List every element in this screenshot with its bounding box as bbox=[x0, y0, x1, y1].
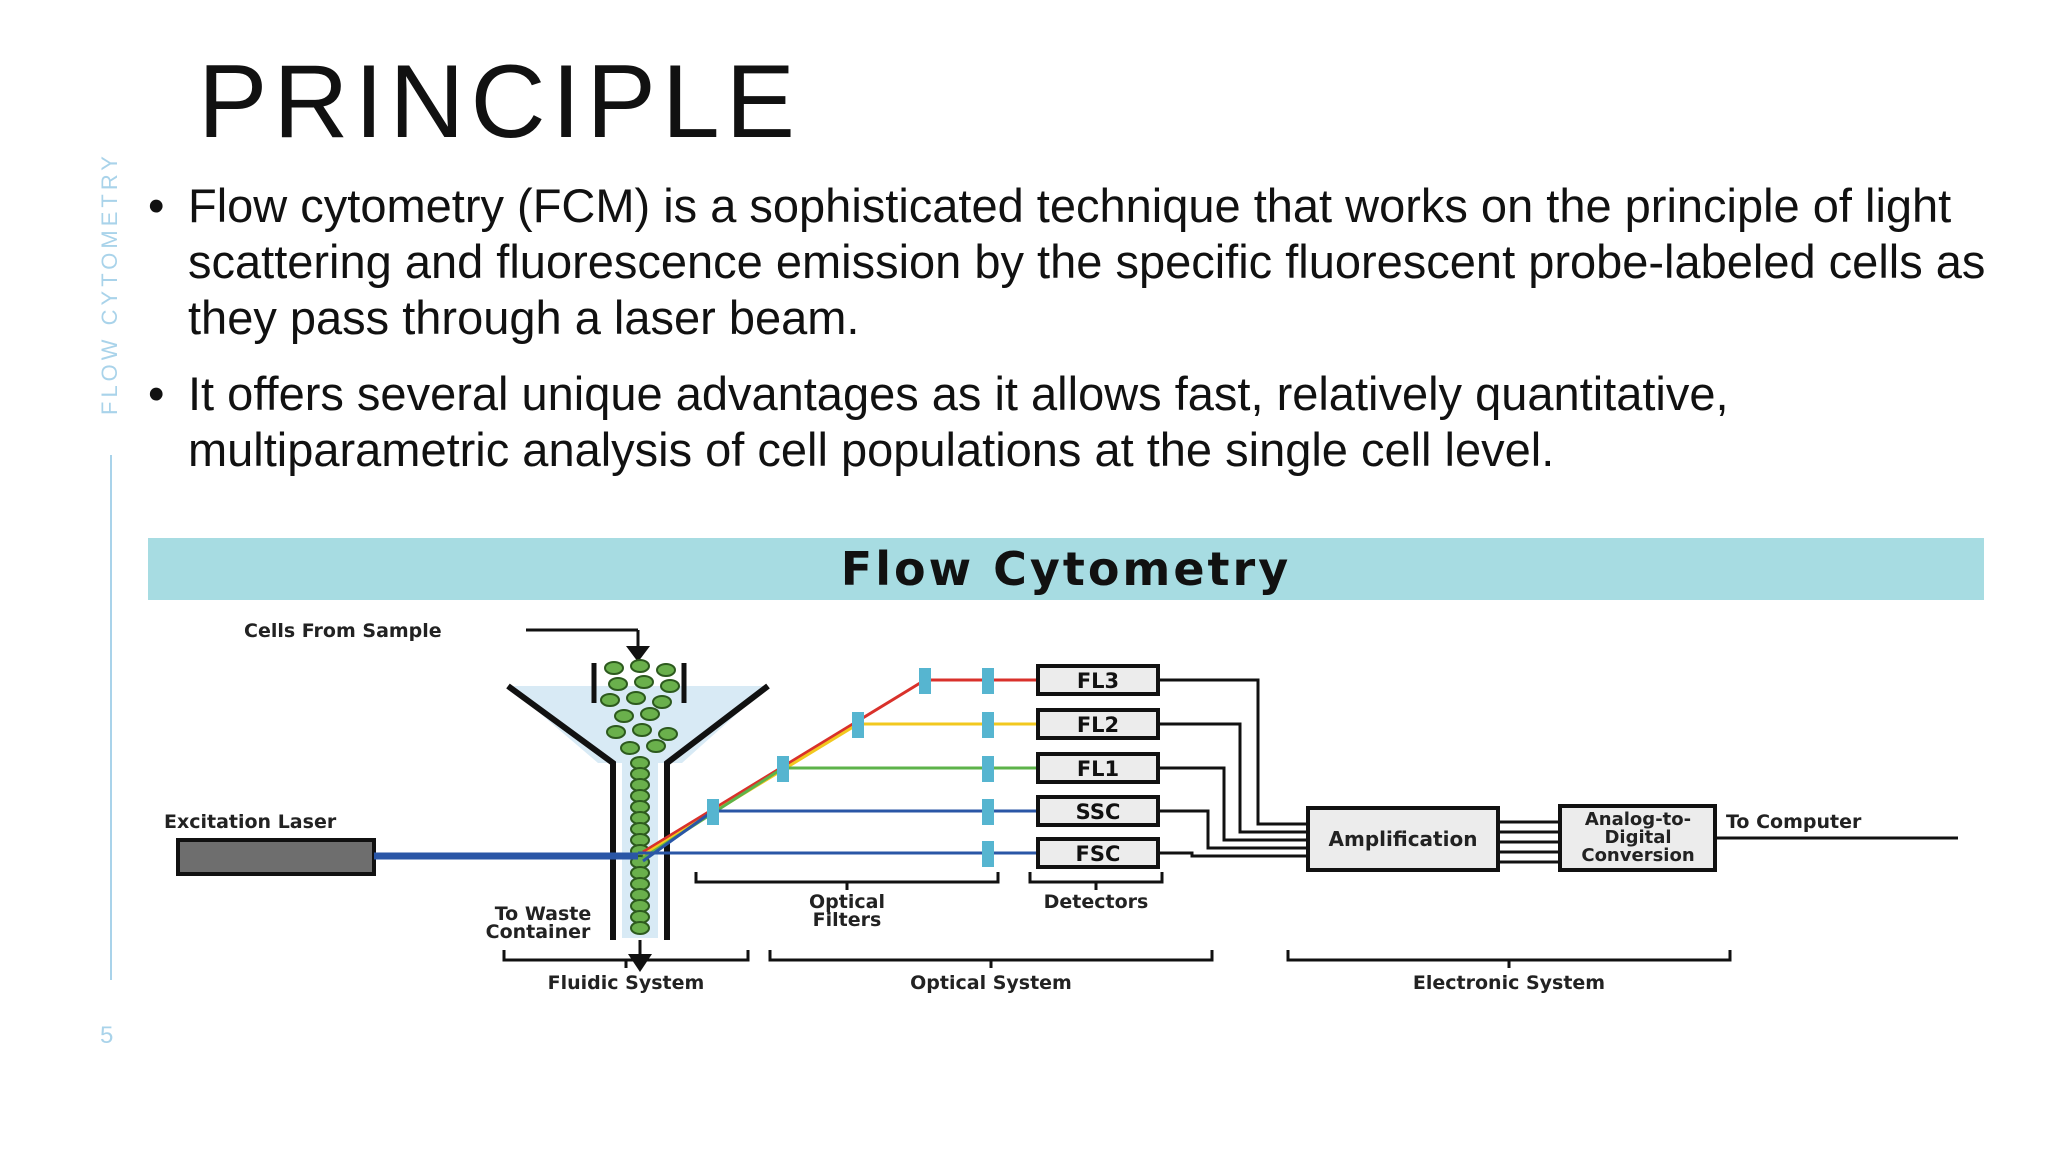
cell-dot bbox=[620, 741, 640, 755]
amplification-label: Amplification bbox=[1329, 827, 1478, 851]
fluidic-system-brace bbox=[502, 950, 750, 968]
amplification-box bbox=[1306, 806, 1500, 872]
excitation-laser-label: Excitation Laser bbox=[164, 811, 337, 833]
waste-label-line2: Container bbox=[486, 921, 591, 943]
optical-filter bbox=[707, 799, 719, 825]
cell-dot bbox=[646, 739, 666, 753]
cell-dot bbox=[656, 663, 676, 677]
page-number: 5 bbox=[100, 1022, 114, 1049]
optical-filter bbox=[982, 841, 994, 867]
cell-dot bbox=[604, 661, 624, 675]
optical-system-brace bbox=[768, 950, 1214, 968]
amp-to-adc-wires bbox=[1498, 820, 1560, 864]
cell-dot bbox=[630, 921, 650, 935]
detector-label: SSC bbox=[1076, 800, 1121, 824]
diagram-heading: Flow Cytometry bbox=[841, 542, 1291, 596]
adc-label-line1: Analog-to- bbox=[1585, 809, 1691, 830]
detector-fl1: FL1 bbox=[1036, 752, 1160, 784]
cell-dot bbox=[632, 723, 652, 737]
funnel-right-wall bbox=[664, 683, 770, 940]
optical-system-label: Optical System bbox=[910, 972, 1072, 994]
optical-filters-brace bbox=[694, 872, 1000, 890]
cell-dot bbox=[606, 725, 626, 739]
signal-wires bbox=[1158, 678, 1308, 858]
diagram-banner bbox=[148, 538, 1984, 600]
cell-dot bbox=[630, 659, 650, 673]
optical-filter bbox=[777, 756, 789, 782]
adc-box bbox=[1558, 804, 1717, 872]
sidebar-title: FLOW CYTOMETRY bbox=[97, 152, 122, 415]
optical-filters-label-line2: Filters bbox=[813, 909, 882, 931]
detector-label: FL3 bbox=[1077, 669, 1119, 693]
bullet-icon: • bbox=[148, 367, 165, 420]
electronic-system-brace bbox=[1286, 950, 1732, 968]
cell-dot bbox=[652, 695, 672, 709]
detector-ssc: SSC bbox=[1036, 795, 1160, 827]
detectors-brace bbox=[1028, 872, 1164, 890]
bullet-item: • Flow cytometry (FCM) is a sophisticated… bbox=[140, 178, 2020, 346]
bullet-icon: • bbox=[148, 179, 165, 232]
sidebar-divider bbox=[110, 455, 112, 980]
optical-filter bbox=[982, 756, 994, 782]
detector-fl2: FL2 bbox=[1036, 708, 1160, 740]
cell-dot bbox=[660, 679, 680, 693]
detector-label: FSC bbox=[1076, 842, 1121, 866]
bullet-text: Flow cytometry (FCM) is a sophisticated … bbox=[188, 179, 1986, 344]
to-computer-label: To Computer bbox=[1726, 811, 1862, 833]
adc-label-line3: Conversion bbox=[1581, 845, 1694, 866]
adc-label-line2: Digital bbox=[1604, 827, 1671, 848]
laser-box bbox=[176, 838, 376, 876]
sample-arrow-head bbox=[626, 646, 650, 662]
detector-label: FL1 bbox=[1077, 757, 1119, 781]
cell-dot bbox=[658, 727, 678, 741]
cell-dot bbox=[614, 709, 634, 723]
optical-filter bbox=[982, 712, 994, 738]
optical-filters-label-line1: Optical bbox=[809, 891, 885, 913]
optical-filter bbox=[852, 712, 864, 738]
detector-fl3: FL3 bbox=[1036, 664, 1160, 696]
fluidic-system-label: Fluidic System bbox=[548, 972, 705, 994]
waste-arrow-head bbox=[628, 954, 652, 972]
cell-dot bbox=[608, 677, 628, 691]
cell-dot bbox=[626, 691, 646, 705]
optical-filter bbox=[982, 668, 994, 694]
bullet-text: It offers several unique advantages as i… bbox=[188, 367, 1729, 476]
cell-dot bbox=[634, 675, 654, 689]
detector-label: FL2 bbox=[1077, 713, 1119, 737]
cells-from-sample-label: Cells From Sample bbox=[244, 620, 442, 642]
bullet-list: • Flow cytometry (FCM) is a sophisticated… bbox=[140, 178, 2020, 498]
funnel-left-wall bbox=[506, 683, 616, 940]
flow-cytometry-diagram: Flow Cytometry Cells From Sample To Wast… bbox=[148, 538, 1984, 994]
cell-dot bbox=[640, 707, 660, 721]
electronic-system-label: Electronic System bbox=[1413, 972, 1605, 994]
bullet-item: • It offers several unique advantages as … bbox=[140, 366, 2020, 478]
optical-filter bbox=[919, 668, 931, 694]
slide-title: PRINCIPLE bbox=[198, 44, 802, 160]
cell-dot bbox=[600, 693, 620, 707]
detector-fsc: FSC bbox=[1036, 837, 1160, 869]
detectors-label: Detectors bbox=[1044, 891, 1149, 913]
optical-filter bbox=[982, 799, 994, 825]
waste-label-line1: To Waste bbox=[495, 903, 591, 925]
